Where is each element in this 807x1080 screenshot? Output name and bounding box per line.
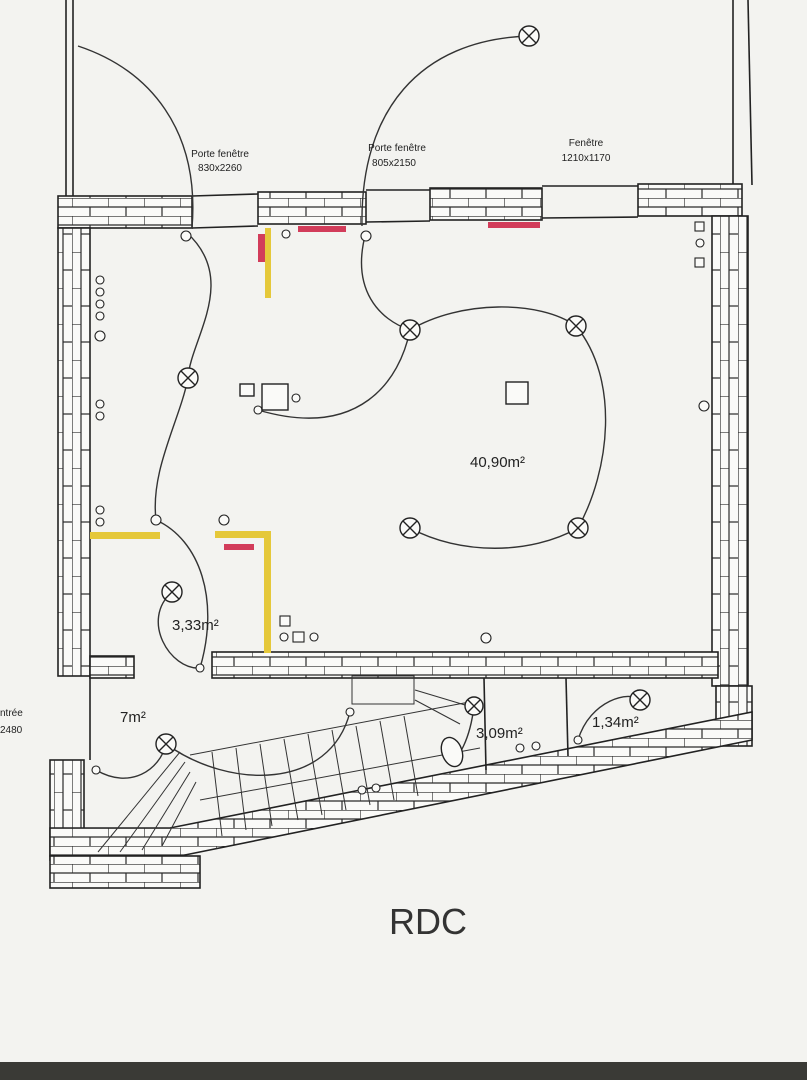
- switch-icon: [345, 707, 355, 717]
- outlet-icon: [218, 514, 230, 526]
- opening-name: Fenêtre: [569, 138, 604, 149]
- small-room-partitions: [483, 677, 569, 771]
- outlet-icon: [95, 505, 105, 515]
- light-icon: [629, 689, 651, 711]
- outlet-icon: [95, 411, 105, 421]
- room-area-living: 40,90m²: [470, 454, 525, 471]
- switch-icon: [573, 735, 583, 745]
- interior-wall: [211, 651, 719, 679]
- switch-icon: [253, 405, 263, 415]
- bottom-slanted-wall: [49, 711, 753, 889]
- left-wall: [57, 227, 91, 677]
- outlet-icon: [357, 785, 367, 795]
- terrace-outline: [65, 0, 753, 200]
- outlet-icon: [95, 299, 105, 309]
- light-icon: [399, 319, 421, 341]
- opening-size: 1210x1170: [562, 153, 611, 164]
- opening-name: Porte fenêtre: [191, 149, 249, 160]
- opening-size: 830x2260: [198, 163, 242, 174]
- outlet-icon: [95, 287, 105, 297]
- room-area-entry: 7m²: [120, 709, 146, 726]
- light-icon: [155, 733, 177, 755]
- outlet-icon: [279, 615, 291, 627]
- electrical-wiring: [95, 231, 641, 779]
- yellow-partitions: [90, 228, 271, 653]
- outlet-icon: [94, 330, 106, 342]
- outlet-icon: [694, 257, 705, 268]
- entry-size: 2480: [0, 725, 23, 736]
- opening-name: Porte fenêtre: [368, 143, 426, 154]
- switch-icon: [180, 230, 192, 242]
- light-icon: [161, 581, 183, 603]
- outlet-icon: [95, 399, 105, 409]
- light-icon: [464, 696, 484, 716]
- outlet-icon: [95, 311, 105, 321]
- switch-icon: [150, 514, 162, 526]
- cooktop-icon: [261, 383, 289, 411]
- entry-label: ntrée: [0, 708, 23, 719]
- outlet-icon: [515, 743, 525, 753]
- light-icon: [518, 25, 540, 47]
- outlet-icon: [95, 275, 105, 285]
- door-swings: [77, 35, 529, 669]
- staircase: [97, 675, 481, 853]
- room-area-storage: 1,34m²: [592, 714, 639, 731]
- interior-wall-left: [89, 655, 135, 679]
- outlet-icon: [291, 393, 301, 403]
- right-wall: [711, 215, 749, 687]
- switch-icon: [195, 663, 205, 673]
- switch-icon: [360, 230, 372, 242]
- room-area-kitchen: 3,33m²: [172, 617, 219, 634]
- opening-size: 805x2150: [372, 158, 416, 169]
- outlet-icon: [480, 632, 492, 644]
- appliances: [239, 381, 529, 768]
- light-icon: [565, 315, 587, 337]
- toilet-icon: [440, 736, 464, 768]
- outlets: [91, 221, 710, 795]
- top-wall: [57, 183, 743, 229]
- outlet-icon: [309, 632, 319, 642]
- light-icon: [567, 517, 589, 539]
- switch-icon: [91, 765, 101, 775]
- level-title: RDC: [389, 901, 467, 942]
- room-area-wc: 3,09m²: [476, 725, 523, 742]
- light-icon: [177, 367, 199, 389]
- outlet-icon: [95, 517, 105, 527]
- light-icon: [399, 517, 421, 539]
- ceiling-box-icon: [505, 381, 529, 405]
- light-points: [155, 25, 651, 755]
- outlet-icon: [695, 238, 705, 248]
- outlet-icon: [371, 783, 381, 793]
- outlet-icon: [694, 221, 705, 232]
- outlet-icon: [281, 229, 291, 239]
- outlet-icon: [531, 741, 541, 751]
- outlet-icon: [292, 631, 305, 643]
- outlet-icon: [279, 632, 289, 642]
- panel-icon: [239, 383, 255, 397]
- dark-bottom-edge: [0, 1062, 807, 1080]
- outlet-icon: [698, 400, 710, 412]
- radiators: [224, 222, 540, 550]
